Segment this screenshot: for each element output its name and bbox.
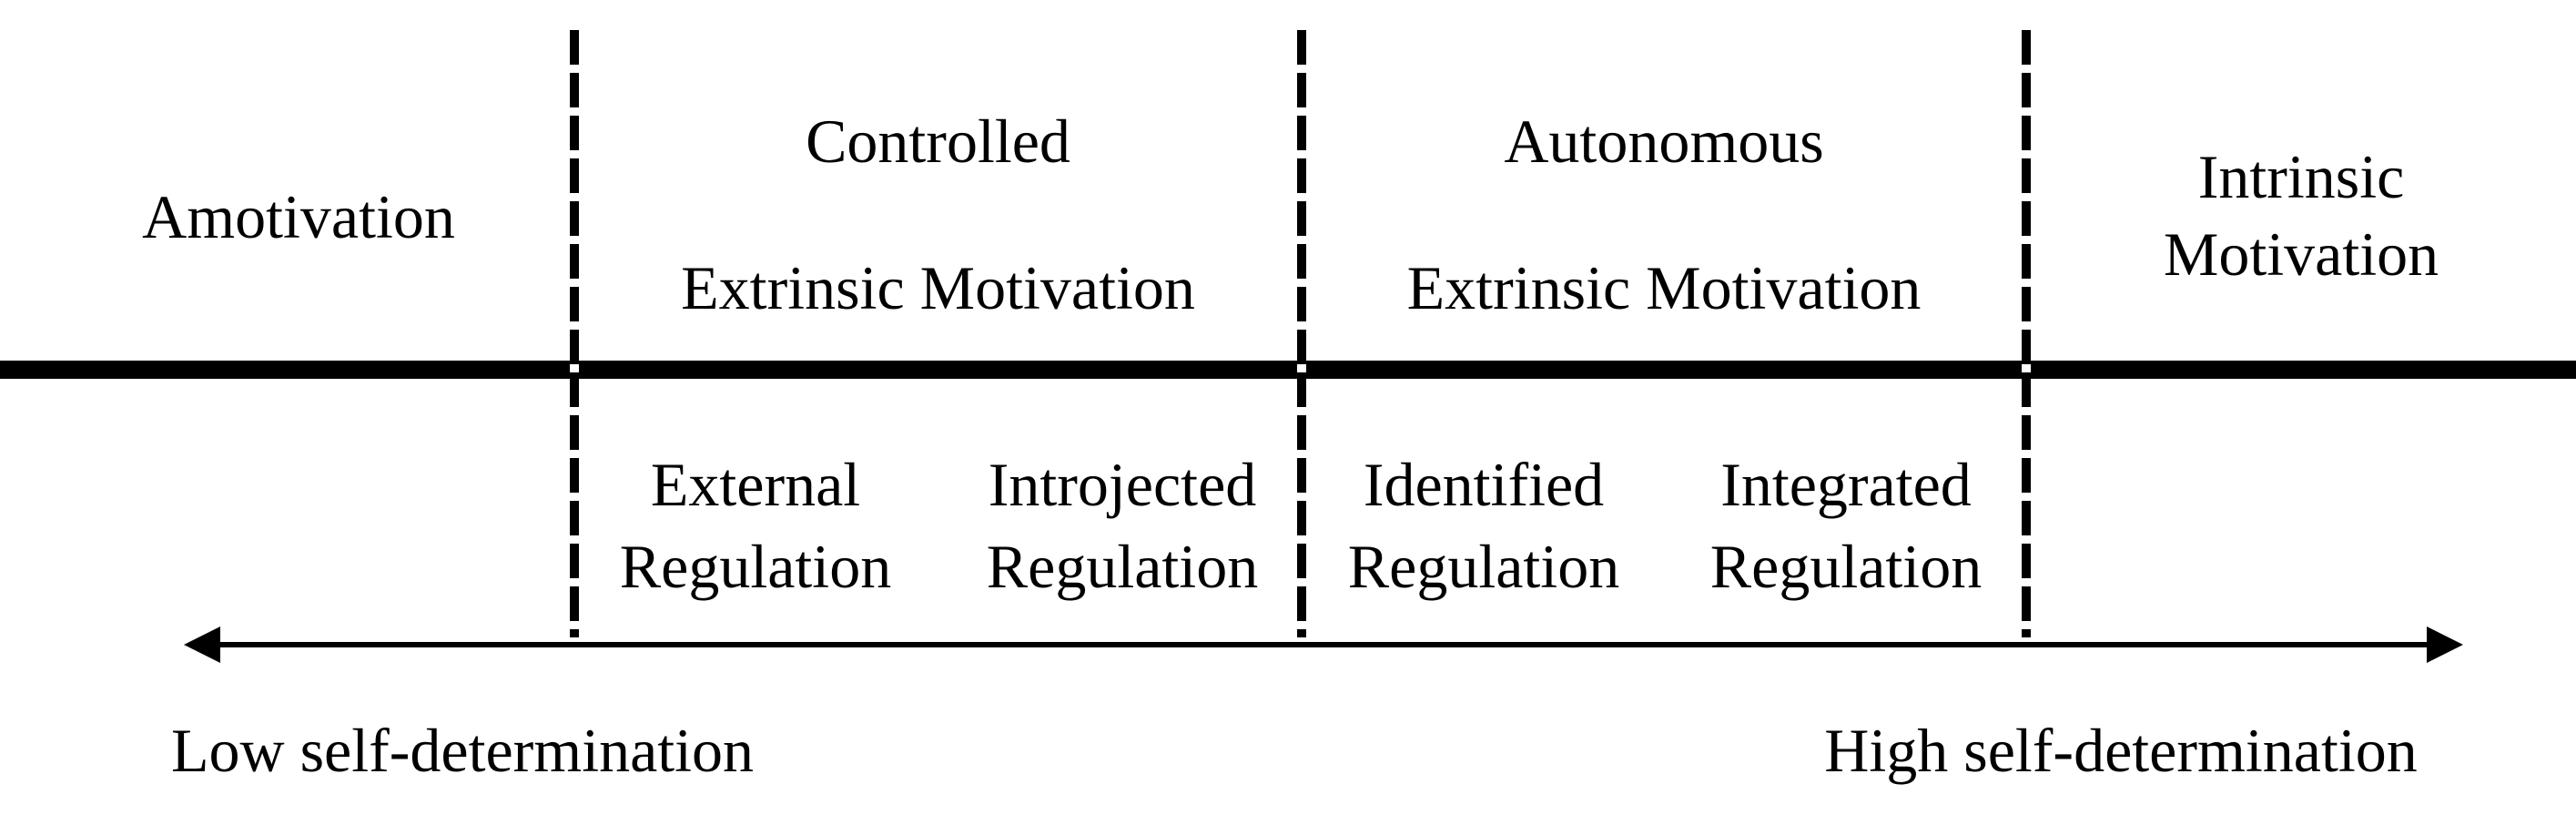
self-determination-axis-line	[209, 642, 2436, 647]
label-introjected-regulation: Introjected Regulation	[940, 443, 1304, 607]
label-high-self-determination: High self-determination	[1824, 716, 2418, 785]
label-identified-regulation-line1: Identified	[1363, 450, 1605, 519]
label-controlled-extrinsic-motivation: Extrinsic Motivation	[681, 253, 1195, 322]
label-integrated-regulation-line1: Integrated	[1720, 450, 1972, 519]
label-external-regulation-line2: Regulation	[619, 532, 892, 601]
continuum-baseline	[0, 361, 2576, 379]
arrow-right-icon	[2427, 626, 2463, 663]
label-external-regulation: External Regulation	[573, 443, 938, 607]
label-autonomous: Autonomous	[1504, 107, 1824, 176]
label-external-regulation-line1: External	[650, 450, 861, 519]
arrow-left-icon	[184, 626, 220, 663]
label-integrated-regulation-line2: Regulation	[1709, 532, 1983, 601]
section-divider-1	[570, 30, 579, 637]
label-intrinsic-motivation: Intrinsic Motivation	[2026, 138, 2576, 293]
label-identified-regulation: Identified Regulation	[1302, 443, 1666, 607]
label-low-self-determination: Low self-determination	[170, 716, 755, 785]
section-divider-3	[2022, 30, 2031, 637]
label-amotivation: Amotivation	[142, 182, 455, 251]
label-introjected-regulation-line1: Introjected	[988, 450, 1257, 519]
label-controlled: Controlled	[806, 107, 1070, 176]
label-intrinsic-motivation-line1: Intrinsic	[2197, 142, 2405, 211]
label-identified-regulation-line2: Regulation	[1347, 532, 1620, 601]
label-integrated-regulation: Integrated Regulation	[1664, 443, 2028, 607]
label-intrinsic-motivation-line2: Motivation	[2163, 219, 2439, 289]
label-introjected-regulation-line2: Regulation	[986, 532, 1259, 601]
label-autonomous-extrinsic-motivation: Extrinsic Motivation	[1406, 253, 1922, 322]
section-divider-2	[1297, 30, 1306, 637]
